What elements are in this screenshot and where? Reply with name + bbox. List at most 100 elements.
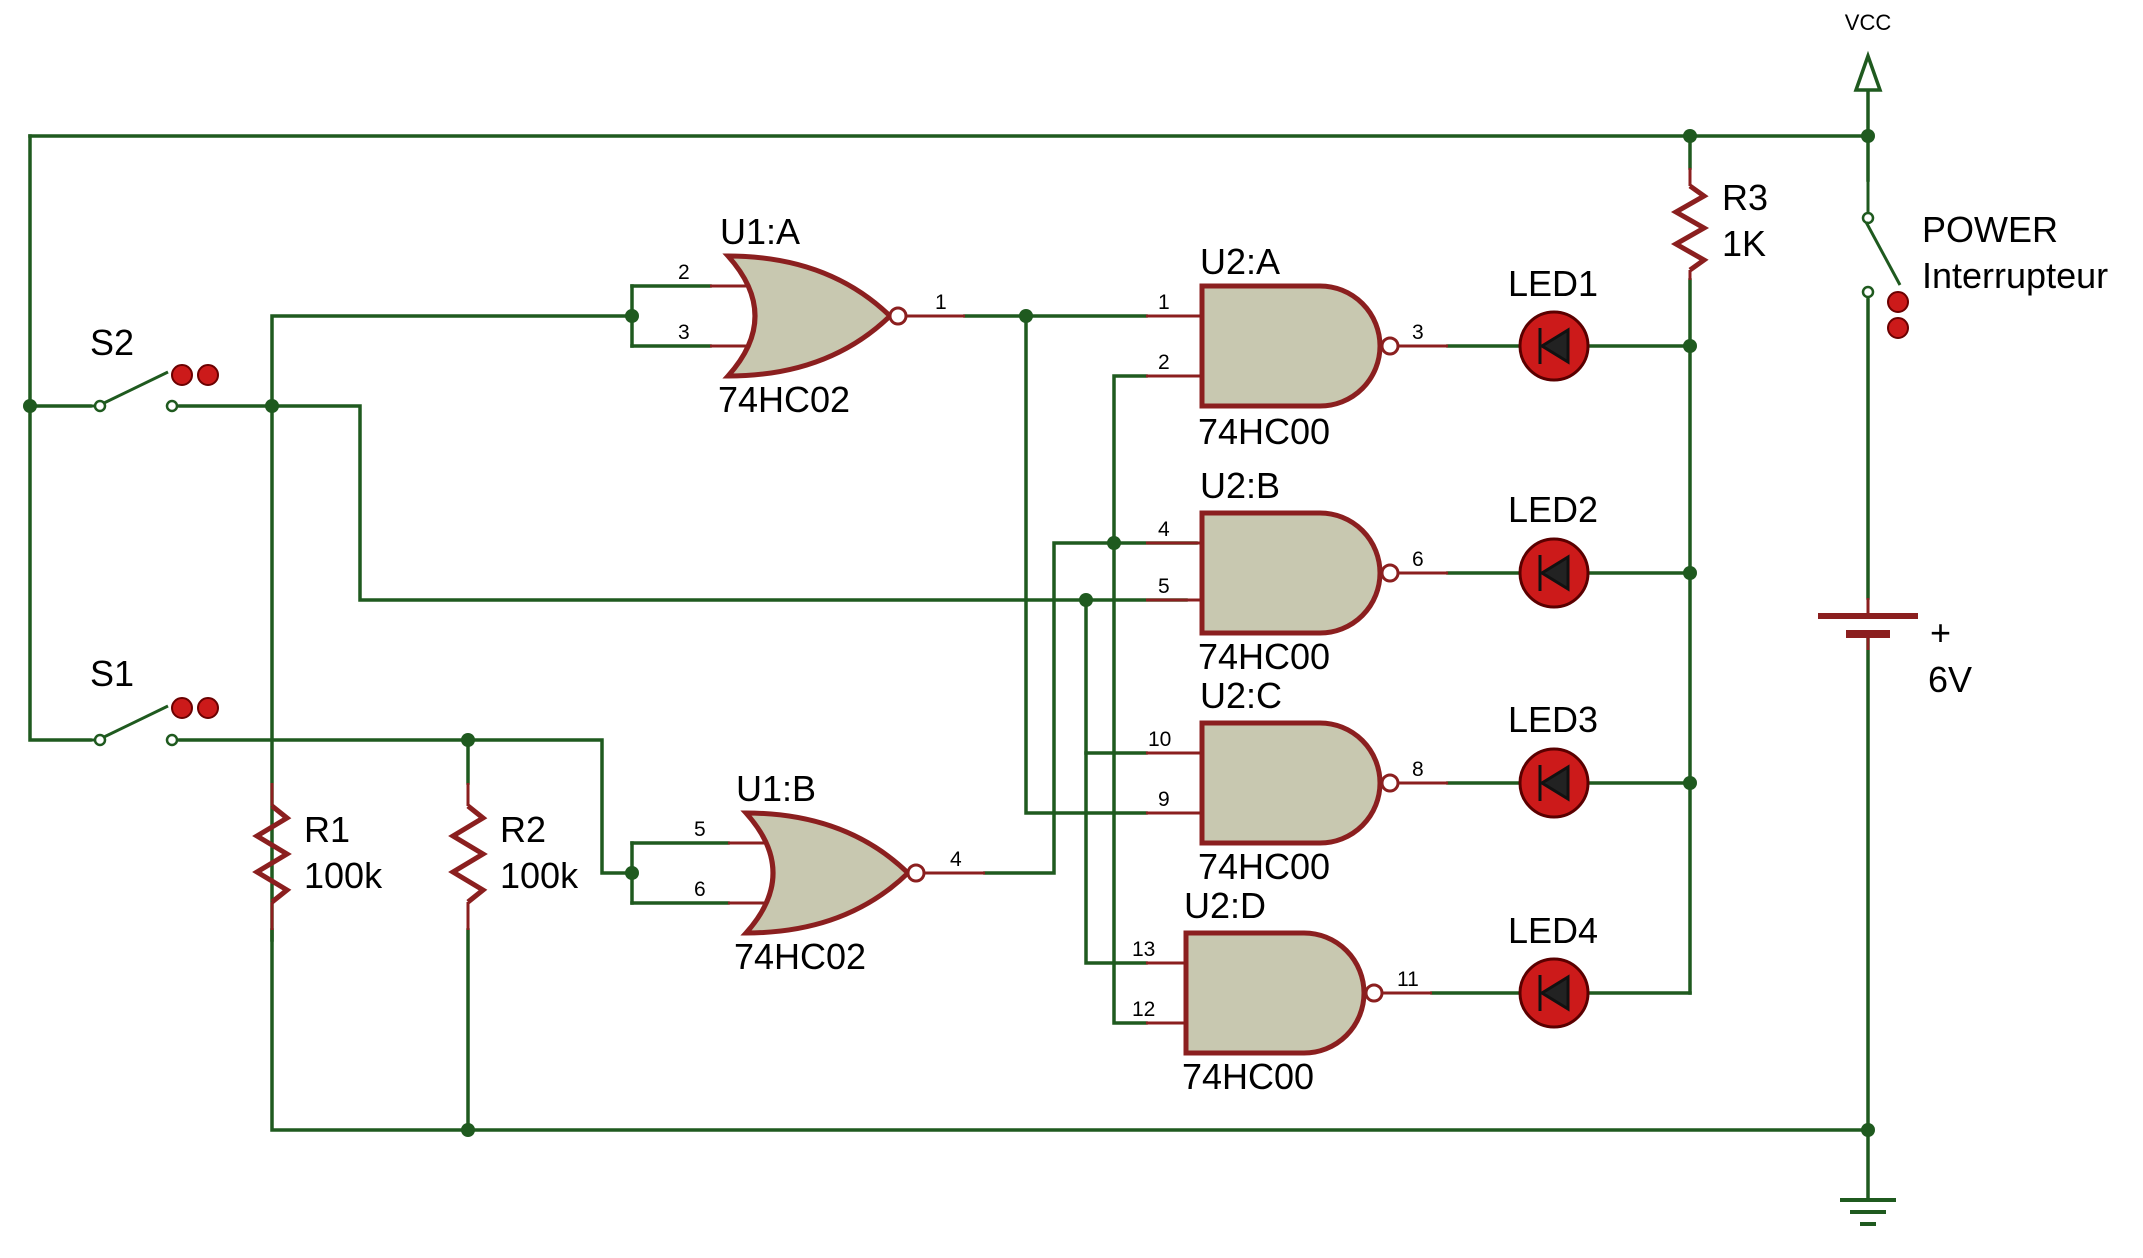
nand-gate-name: U2:D	[1184, 885, 1266, 926]
junction-dot	[1683, 776, 1697, 790]
led-label: LED3	[1508, 699, 1598, 740]
junction-dot	[1683, 339, 1697, 353]
battery-polarity: +	[1930, 612, 1951, 653]
junction-dot	[265, 399, 279, 413]
junction-dot	[1019, 309, 1033, 323]
pin-number: 5	[1158, 575, 1170, 598]
switch-s1[interactable]: S1	[90, 653, 219, 747]
nand-gate-name: U2:B	[1200, 465, 1280, 506]
switch-indicator-icon	[197, 364, 219, 386]
junction-dot	[461, 1123, 475, 1137]
nand-gate-part: 74HC00	[1198, 846, 1330, 887]
s2-label: S2	[90, 322, 134, 363]
pin-number: 1	[935, 291, 947, 314]
pin-number: 12	[1132, 998, 1155, 1021]
switch-indicator-icon	[1887, 291, 1909, 313]
led-label: LED4	[1508, 910, 1598, 951]
vcc-terminal: VCC	[1845, 10, 1892, 92]
junction-dot	[625, 866, 639, 880]
left-rail-wire	[28, 134, 92, 742]
nor-gate-part: 74HC02	[718, 379, 850, 420]
switch-s2[interactable]: S2	[90, 322, 219, 413]
vcc-arrow-icon	[1853, 50, 1883, 92]
nand-gate-u2d: 13 12 11 U2:D 74HC00	[1132, 885, 1432, 1097]
battery-voltage: 6V	[1928, 659, 1972, 700]
nor-b-out-wire	[983, 541, 1198, 875]
led-4: LED4	[1508, 910, 1598, 1029]
nand-gate-u2b: 4 5 6 U2:B 74HC00	[1146, 465, 1448, 677]
pin-number: 2	[1158, 351, 1170, 374]
pin-number: 10	[1148, 728, 1171, 751]
s1-label: S1	[90, 653, 134, 694]
nor-gate-u1b: 5 6 4 U1:B 74HC02	[694, 768, 985, 977]
nor-gate-name: U1:B	[736, 768, 816, 809]
ground-icon	[1840, 1198, 1896, 1226]
power-switch-type: Interrupteur	[1922, 255, 2108, 296]
pin-number: 11	[1397, 968, 1419, 991]
pin-number: 5	[694, 818, 706, 841]
pin-number: 13	[1132, 938, 1155, 961]
vcc-label: VCC	[1845, 10, 1892, 35]
nor-gate-part: 74HC02	[734, 936, 866, 977]
r3-value: 1K	[1722, 223, 1766, 264]
led-1: LED1	[1508, 263, 1598, 382]
pin-number: 4	[950, 848, 962, 871]
nand-gate-part: 74HC00	[1182, 1056, 1314, 1097]
nand-gate-part: 74HC00	[1198, 636, 1330, 677]
resistor-r1: R1 100k	[252, 783, 383, 930]
led-3: LED3	[1508, 699, 1598, 819]
power-switch[interactable]: POWER Interrupteur	[1861, 180, 2108, 339]
nand-gate-name: U2:A	[1200, 241, 1280, 282]
pin-number: 9	[1158, 788, 1170, 811]
pin-number: 3	[1412, 321, 1424, 344]
nand-gate-u2a: 1 2 3 U2:A 74HC00	[1146, 241, 1448, 452]
battery: + 6V	[1818, 598, 1972, 700]
nand-gate-name: U2:C	[1200, 675, 1282, 716]
resistor-r2: R2 100k	[448, 783, 579, 930]
junction-dot	[1683, 566, 1697, 580]
nor-b-to-nand-a-wire	[1112, 374, 1148, 545]
pin-number: 1	[1158, 291, 1170, 314]
r3-name: R3	[1722, 177, 1768, 218]
nor-gate-u1a: 2 3 1 U1:A 74HC02	[678, 211, 965, 420]
resistor-r3: R3 1K	[1670, 168, 1768, 280]
s2-output-wire	[178, 404, 1188, 602]
pin-number: 3	[678, 321, 690, 344]
r1-value: 100k	[304, 855, 383, 896]
junction-dot	[1683, 129, 1697, 143]
led-label: LED2	[1508, 489, 1598, 530]
power-switch-label: POWER	[1922, 209, 2058, 250]
ground-rail-wire	[270, 928, 1870, 1132]
junction-dot	[1107, 536, 1121, 550]
r1-name: R1	[304, 809, 350, 850]
junction-dot	[1861, 129, 1875, 143]
led-label: LED1	[1508, 263, 1598, 304]
pin-number: 4	[1158, 518, 1170, 541]
pin-number: 8	[1412, 758, 1424, 781]
r2-name: R2	[500, 809, 546, 850]
pin-number: 6	[694, 878, 706, 901]
switch-indicator-icon	[197, 697, 219, 719]
s1-output-wire	[178, 738, 634, 875]
junctions	[23, 129, 1875, 1137]
r2-value: 100k	[500, 855, 579, 896]
junction-dot	[23, 399, 37, 413]
nor-a-out-to-c-wire	[1024, 314, 1148, 815]
pin-number: 6	[1412, 548, 1424, 571]
s2-to-nand-cd-wire	[1084, 598, 1148, 965]
junction-dot	[1079, 593, 1093, 607]
switch-indicator-icon	[171, 364, 193, 386]
junction-dot	[461, 733, 475, 747]
r1-nor-a-wire	[270, 314, 634, 942]
nand-gate-u2c: 10 9 8 U2:C 74HC00	[1146, 675, 1448, 887]
junction-dot	[625, 309, 639, 323]
pin-number: 2	[678, 261, 690, 284]
switch-indicator-icon	[171, 697, 193, 719]
switch-indicator-icon	[1887, 317, 1909, 339]
nor-b-to-nand-d-wire	[1112, 541, 1148, 1025]
junction-dot	[1861, 1123, 1875, 1137]
led-2: LED2	[1508, 489, 1598, 609]
wires	[28, 90, 1870, 1202]
nor-gate-name: U1:A	[720, 211, 800, 252]
